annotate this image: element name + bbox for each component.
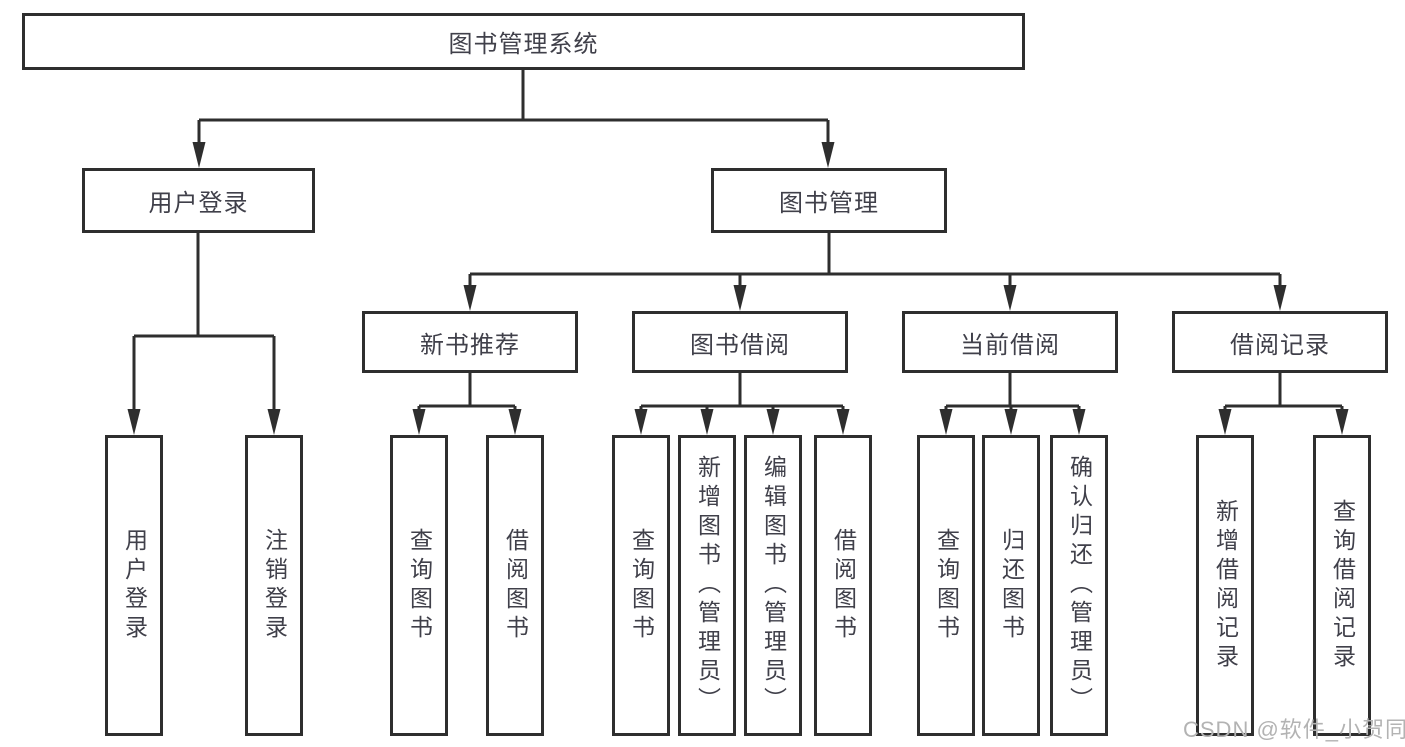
leaf-edit-book-admin: 编辑图书（管理员） [744,435,802,736]
leaf-confirm-return-admin: 确认归还（管理员） [1050,435,1108,736]
node-current-borrowing: 当前借阅 [902,311,1118,373]
leaf-label: 借阅图书 [830,527,857,644]
leaf-label: 用户登录 [121,527,148,644]
node-book-management: 图书管理 [711,168,947,233]
leaf-label: 新增图书（管理员） [694,455,721,716]
leaf-add-borrow-record: 新增借阅记录 [1196,435,1254,736]
leaf-label: 编辑图书（管理员） [760,455,787,716]
leaf-label: 新增借阅记录 [1212,498,1239,673]
leaf-query-books-borrowing: 查询图书 [612,435,670,736]
leaf-label: 注销登录 [261,527,288,644]
leaf-label: 借阅图书 [502,527,529,644]
node-label: 用户登录 [148,190,249,217]
leaf-label: 查询借阅记录 [1329,498,1356,673]
node-label: 图书借阅 [690,331,790,359]
csdn-watermark: CSDN @软件_小贺同学 [1183,717,1405,742]
leaf-user-login: 用户登录 [105,435,163,736]
leaf-return-book: 归还图书 [982,435,1040,736]
leaf-label: 确认归还（管理员） [1066,455,1093,716]
node-root-library-management-system: 图书管理系统 [22,13,1025,70]
node-label: 新书推荐 [420,331,520,359]
leaf-label: 查询图书 [628,527,655,644]
leaf-label: 归还图书 [998,527,1025,644]
node-label: 图书管理系统 [448,31,599,58]
leaf-borrow-books-borrowing: 借阅图书 [814,435,872,736]
node-label: 图书管理 [779,190,879,217]
leaf-borrow-books-recommend: 借阅图书 [486,435,544,736]
node-label: 当前借阅 [960,331,1060,359]
leaf-query-books-recommend: 查询图书 [390,435,448,736]
leaf-label: 查询图书 [406,527,433,644]
node-book-borrowing: 图书借阅 [632,311,848,373]
leaf-logout: 注销登录 [245,435,303,736]
node-borrowing-records: 借阅记录 [1172,311,1388,373]
leaf-label: 查询图书 [933,527,960,644]
leaf-query-books-current: 查询图书 [917,435,975,736]
leaf-add-book-admin: 新增图书（管理员） [678,435,736,736]
node-label: 借阅记录 [1230,331,1330,359]
node-new-book-recommendation: 新书推荐 [362,311,578,373]
leaf-query-borrow-record: 查询借阅记录 [1313,435,1371,736]
node-user-login: 用户登录 [82,168,315,233]
